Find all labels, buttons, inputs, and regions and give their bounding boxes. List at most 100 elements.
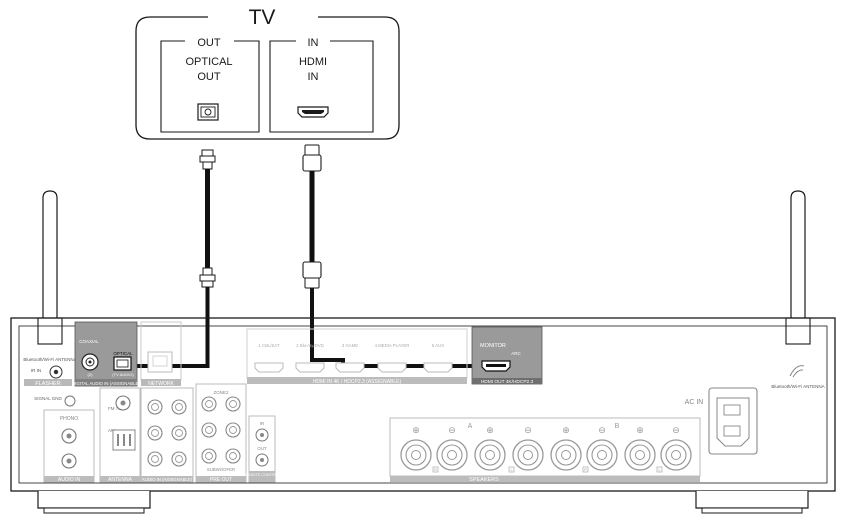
tv-outline: [135, 16, 400, 140]
tv-hdmi-port-icon: [297, 106, 329, 118]
audio-in-jack-ring-5: [151, 455, 159, 463]
tv-in-panel: [269, 40, 374, 133]
audio-in-label: AUDIO IN: [58, 477, 81, 483]
hdmi-in-label-4: 4 MEDIA PLAYER: [375, 343, 410, 348]
minus-symbol-6: ⊖: [598, 425, 606, 435]
speaker-terminal-ring-7: [629, 444, 651, 466]
speaker-terminal-3[interactable]: [474, 439, 506, 471]
speaker-terminal-core-3: [485, 450, 495, 460]
speaker-terminal-1[interactable]: [400, 439, 432, 471]
hdmi-in-label-5: 5 AUX: [432, 343, 444, 348]
tv-optical-port-icon: [197, 103, 219, 121]
pre-out-jack-ring-1: [205, 400, 213, 408]
minus-symbol-2: ⊖: [448, 425, 456, 435]
zone2-label: ZONE2: [213, 390, 229, 395]
speaker-terminal-4[interactable]: [512, 439, 544, 471]
speaker-terminal-7[interactable]: [624, 439, 656, 471]
audio-in-jack-1[interactable]: [147, 399, 163, 415]
audio-in-jack-3[interactable]: [147, 425, 163, 441]
speaker-terminal-ring-3: [479, 444, 501, 466]
hdmi-in-label: HDMI IN 4K / HDCP2.3 (ASSIGNABLE): [313, 379, 402, 385]
hdmi-in-port-5[interactable]: [423, 362, 453, 373]
audio-in-jack-ring-1: [151, 403, 159, 411]
digital-audio-label: DIGITAL AUDIO IN (ASSIGNABLE): [72, 381, 140, 386]
audio-in-jack-6[interactable]: [171, 451, 187, 467]
receiver-unit: Bluetooth/Wi-Fi ANTENNA Bluetooth/Wi-Fi …: [10, 317, 836, 514]
left-antenna-label: Bluetooth/Wi-Fi ANTENNA: [23, 357, 76, 362]
hdmi-in-port-2[interactable]: [295, 362, 325, 373]
speaker-terminal-ring-5: [555, 444, 577, 466]
pre-out-jack-5[interactable]: [201, 448, 217, 464]
speaker-channel-label-4: L: [658, 468, 660, 472]
hdmi-out-panel: [471, 326, 543, 385]
speaker-terminal-8[interactable]: [660, 439, 692, 471]
pre-out-jack-ring-3: [205, 426, 213, 434]
tv-in-line2: IN: [308, 71, 319, 83]
speaker-terminal-ring-4: [517, 444, 539, 466]
remote-ir-in-label: IR: [260, 421, 265, 426]
pre-out-jack-ring-2: [229, 400, 237, 408]
tv-out-line2: OUT: [197, 71, 221, 83]
speaker-terminal-2[interactable]: [436, 439, 468, 471]
pre-out-jack-ring-5: [205, 452, 213, 460]
audio-in-assignable-label: AUDIO IN (ASSIGNABLE): [142, 477, 193, 482]
speaker-channel-label-3: R: [584, 468, 587, 472]
pre-out-jack-4[interactable]: [225, 422, 241, 438]
signal-gnd-label: SIGNAL GND: [34, 396, 62, 401]
network-port[interactable]: [147, 351, 173, 373]
hdmi-in-port-3[interactable]: [335, 362, 365, 373]
receiver-chassis: [10, 317, 836, 492]
pre-out-jack-1[interactable]: [201, 396, 217, 412]
speaker-channel-box-2: [508, 466, 515, 473]
tv-unit: TV OUT OPTICAL OUT IN HDMI IN: [135, 6, 400, 140]
left-antenna: [37, 190, 63, 345]
hdmi-in-port-4[interactable]: [377, 362, 407, 373]
audio-in-jack-ring-4: [175, 429, 183, 437]
tv-out-heading: OUT: [197, 37, 221, 49]
speaker-terminal-core-8: [671, 450, 681, 460]
speakers-label: SPEAKERS: [469, 477, 499, 483]
tv-in-line1: HDMI: [299, 56, 327, 68]
speaker-terminal-5[interactable]: [550, 439, 582, 471]
pre-out-jack-2[interactable]: [225, 396, 241, 412]
hdmi-in-label-3: 3 GAME: [342, 343, 358, 348]
speaker-b-label: B: [615, 423, 620, 430]
pre-out-label: PRE OUT: [210, 477, 232, 483]
pre-out-jack-6[interactable]: [225, 448, 241, 464]
hdmi-in-port-1[interactable]: [254, 362, 284, 373]
speaker-terminal-6[interactable]: [586, 439, 618, 471]
flasher-label: FLASHER: [35, 381, 60, 387]
plus-symbol-3: ⊕: [486, 425, 494, 435]
pre-out-jack-3[interactable]: [201, 422, 217, 438]
arc-label: ARC: [511, 351, 521, 356]
speaker-channel-box-3: [582, 466, 589, 473]
remote-control-label: REMOTE CONTROL: [244, 473, 280, 477]
minus-symbol-8: ⊖: [672, 425, 680, 435]
hdmi-cable: [302, 144, 492, 368]
fm-label: FM 75Ω: [108, 406, 125, 411]
phono-label: PHONO: [60, 416, 78, 422]
pre-out-jack-ring-4: [229, 426, 237, 434]
signal-gnd-terminal[interactable]: [64, 395, 76, 407]
coaxial-label: COAXIAL: [79, 339, 99, 344]
plus-symbol-5: ⊕: [562, 425, 570, 435]
remote-ir-out-label: OUT: [257, 446, 267, 451]
speaker-channel-label-1: R: [434, 468, 437, 472]
plus-symbol-1: ⊕: [412, 425, 420, 435]
network-label: NETWORK: [148, 381, 174, 387]
optical-jack[interactable]: [113, 356, 132, 371]
audio-in-jack-5[interactable]: [147, 451, 163, 467]
speaker-channel-label-2: L: [510, 468, 512, 472]
plus-symbol-7: ⊕: [636, 425, 644, 435]
optical-label: OPTICAL: [113, 351, 133, 356]
audio-in-jack-2[interactable]: [171, 399, 187, 415]
speaker-terminal-core-5: [561, 450, 571, 460]
audio-in-jack-4[interactable]: [171, 425, 187, 441]
optical-sub-label: (TV AUDIO): [112, 372, 134, 377]
speaker-terminal-core-1: [411, 450, 421, 460]
audio-in-jack-ring-6: [175, 455, 183, 463]
speaker-channel-box-4: [656, 466, 663, 473]
ac-in-label: AC IN: [685, 399, 704, 406]
